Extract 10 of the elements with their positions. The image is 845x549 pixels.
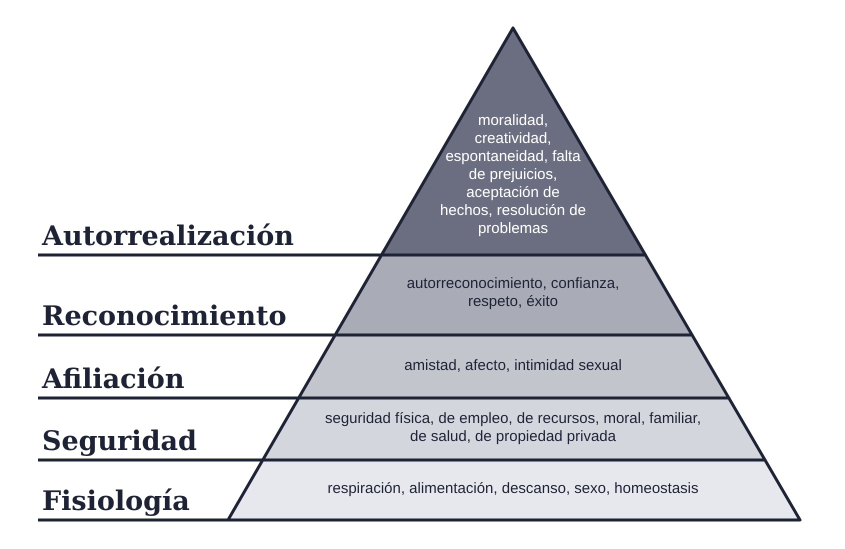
level-description: autorreconocimiento, confianza, respeto, éxito bbox=[406, 275, 620, 311]
level-heading: Afiliación bbox=[42, 365, 184, 395]
level-heading: Fisiología bbox=[42, 487, 190, 517]
level-description: moralidad, creatividad, espontaneidad, falta de prejuicios, aceptación de hechos, resolución de problemas bbox=[439, 112, 587, 238]
level-heading: Autorrealización bbox=[42, 222, 294, 252]
level-description: amistad, afecto, intimidad sexual bbox=[403, 357, 623, 375]
level-heading: Seguridad bbox=[42, 427, 197, 457]
level-heading: Reconocimiento bbox=[42, 302, 287, 332]
level-description: respiración, alimentación, descanso, sexo, homeostasis bbox=[326, 480, 700, 498]
level-description: seguridad física, de empleo, de recursos, moral, familiar, de salud, de propiedad privada bbox=[324, 410, 702, 446]
